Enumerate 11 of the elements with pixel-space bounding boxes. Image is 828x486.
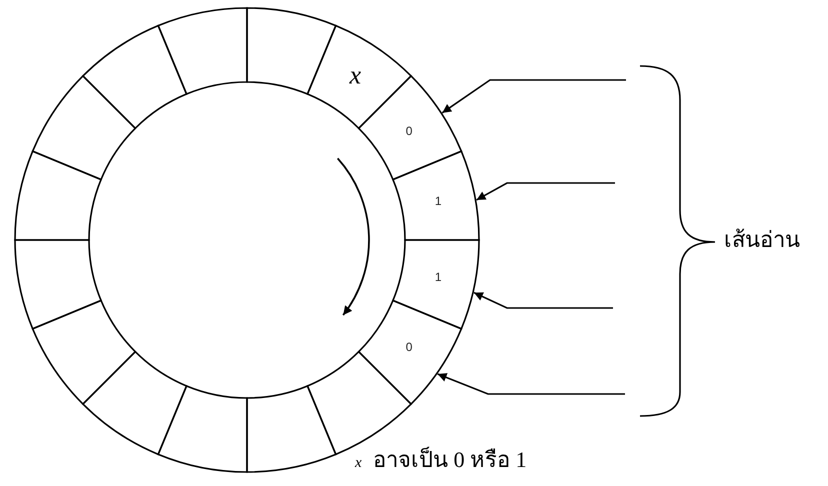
- arrow: [476, 182, 615, 201]
- bit-value: 1: [434, 270, 442, 283]
- bit-value: 0: [406, 124, 412, 136]
- arrow: [474, 292, 613, 309]
- arrow: [437, 373, 625, 395]
- brace-label: เส้นอ่าน: [724, 227, 800, 255]
- footnote: x อาจเป็น 0 หรือ 1: [355, 446, 527, 474]
- bit-value: 1: [434, 194, 442, 207]
- bit-value: 0: [406, 341, 412, 354]
- variable-label: x: [350, 62, 362, 88]
- arrow: [442, 79, 626, 114]
